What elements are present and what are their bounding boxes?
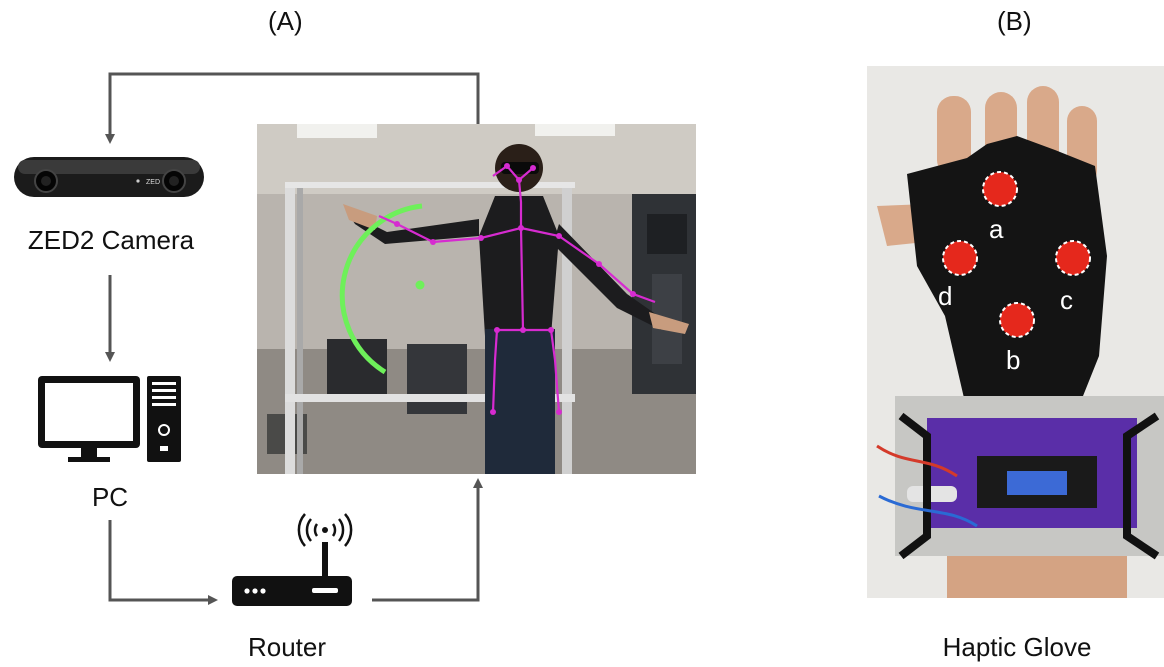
zed-camera-icon bbox=[14, 157, 204, 197]
router-label: Router bbox=[247, 632, 327, 662]
arrow-photo-to-camera bbox=[105, 72, 480, 144]
mocap-scene-photo bbox=[257, 124, 696, 474]
motor-c-label: c bbox=[1060, 285, 1073, 315]
arrow-router-to-photo bbox=[372, 478, 483, 602]
pc-label: PC bbox=[91, 482, 129, 512]
camera-label: ZED2 Camera bbox=[27, 225, 195, 255]
motor-b-label: b bbox=[1006, 345, 1021, 375]
haptic-glove-photo bbox=[867, 66, 1164, 598]
camera-brand-text: ZED bbox=[146, 179, 160, 186]
motor-d-label: d bbox=[938, 281, 953, 311]
motor-a-label: a bbox=[989, 214, 1004, 244]
panel-b-tag: (B) bbox=[997, 6, 1032, 36]
glove-title: Haptic Glove bbox=[942, 632, 1092, 662]
pc-icon bbox=[38, 376, 181, 462]
router-icon bbox=[232, 513, 353, 606]
panel-a-tag: (A) bbox=[268, 6, 303, 36]
arrow-pc-to-router bbox=[108, 520, 218, 605]
